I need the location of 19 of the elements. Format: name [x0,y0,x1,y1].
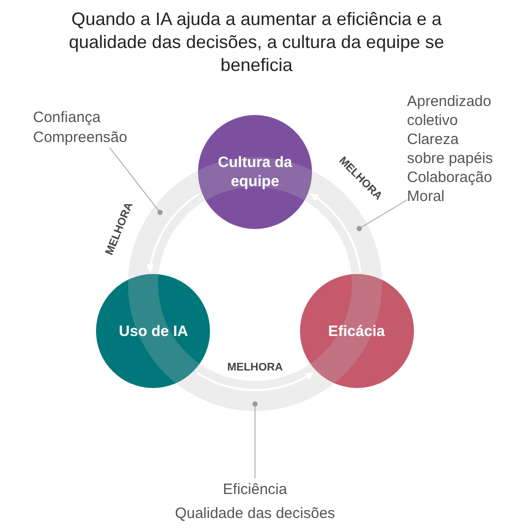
leader-line [356,200,408,232]
list-text: Colaboração [407,168,494,187]
cycle-arrow [196,372,314,391]
leader-line [110,148,163,215]
edge-label: MELHORA [227,362,283,374]
list-text: Qualidade das decisões [174,504,336,524]
list-text: Compreensão [33,128,128,148]
stage-label: Uso de IA [118,322,190,341]
list-text: Clareza sobre papéis [407,130,494,168]
list-text: Confiança [33,108,102,128]
list-text: Eficiência [222,480,288,500]
cycle-arrow [147,193,200,272]
diagram-title: Quando a IA ajuda a aumentar a eficiência e a qualidade das decisões, a cultura da equipe se beneficia [68,8,446,77]
stage-label: Cultura da equipe [216,153,294,191]
list-text: Moral [407,187,446,206]
leader-line [252,401,258,478]
stage-label: Eficácia [327,322,386,341]
list-text: Aprendizado coletivo [407,92,492,130]
cycle-arrow [310,193,362,272]
